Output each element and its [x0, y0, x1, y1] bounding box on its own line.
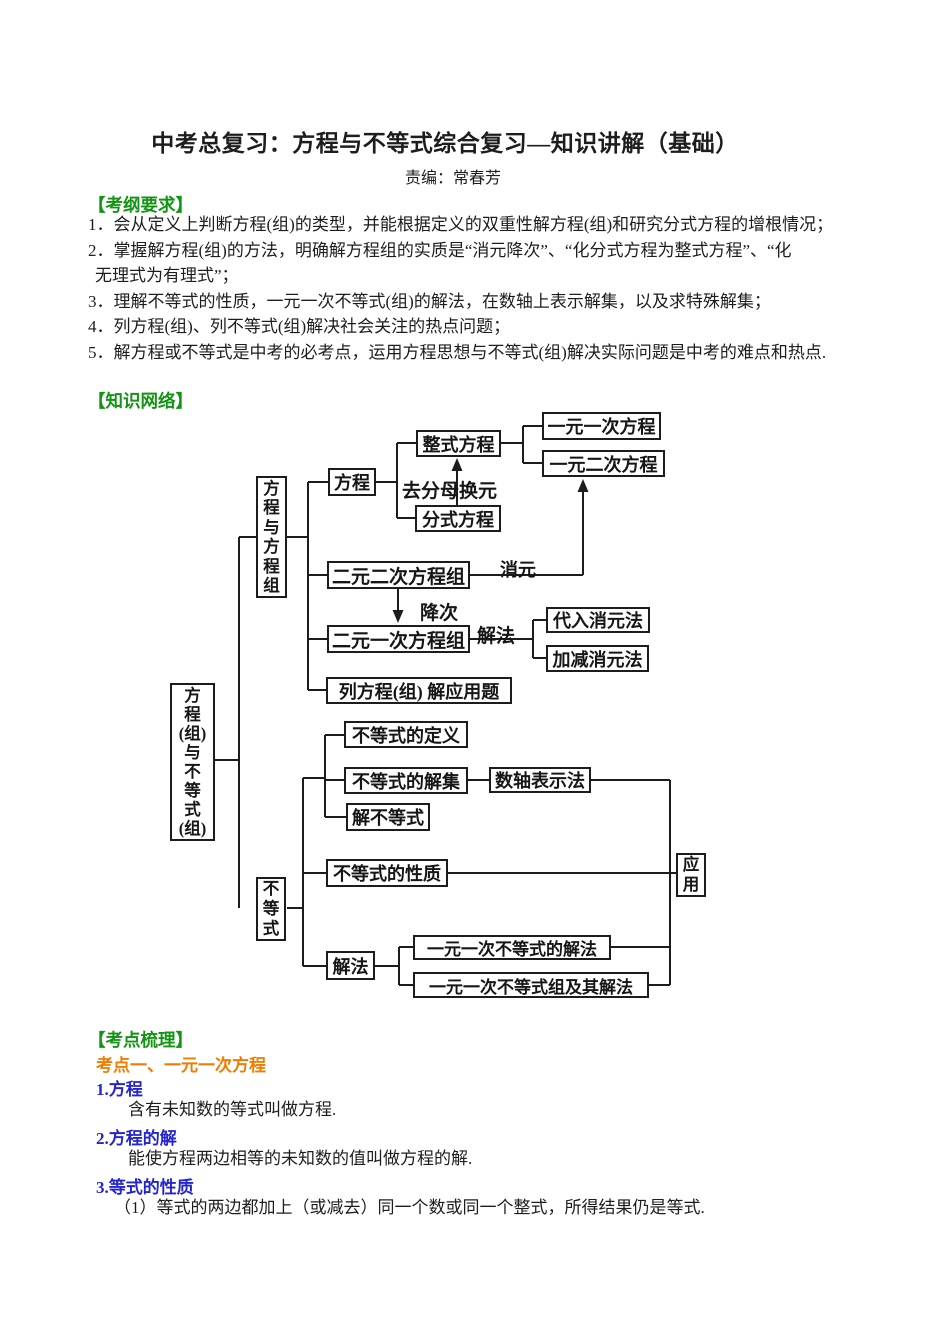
node-root-equations-and-inequalities: 方 程 (组) 与 不 等 式 (组) — [170, 683, 215, 841]
node-word-problems-with-equations: 列方程(组) 解应用题 — [326, 677, 512, 704]
node-application: 应 用 — [676, 853, 706, 897]
outline-item-2-cont: 无理式为有理式”； — [95, 266, 239, 285]
label-clear-denominator-substitute: 去分母换元 — [402, 481, 498, 502]
label-reduce-degree: 降次 — [420, 603, 459, 624]
knowledge-network-diagram: 方 程 (组) 与 不 等 式 (组) 方 程 与 方 程 组 不 等 式 应 … — [0, 410, 950, 1010]
node-solving-inequality: 解不等式 — [346, 803, 430, 831]
node-inequality-solution-set: 不等式的解集 — [344, 767, 468, 794]
node-solution-methods: 解法 — [326, 951, 375, 980]
node-quadratic-equation-one-var: 一元二次方程 — [542, 450, 665, 477]
node-number-line-representation: 数轴表示法 — [489, 767, 591, 793]
outline-item-5: 5．解方程或不等式是中考的必考点，运用方程思想与不等式(组)解决实际问题是中考的… — [88, 343, 827, 362]
section-header-network: 【知识网络】 — [88, 391, 193, 411]
node-inequality-definition: 不等式的定义 — [344, 721, 468, 748]
node-equation: 方程 — [328, 468, 376, 496]
definition-equation: 含有未知数的等式叫做方程. — [128, 1100, 337, 1119]
definition-equation-solution: 能使方程两边相等的未知数的值叫做方程的解. — [128, 1149, 473, 1168]
node-linear-equation-one-var: 一元一次方程 — [542, 412, 661, 440]
section-header-review: 【考点梳理】 — [88, 1030, 193, 1050]
byline: 责编：常春芳 — [404, 170, 501, 187]
outline-item-2: 2．掌握解方程(组)的方法，明确解方程组的实质是“消元降次”、“化分式方程为整式… — [88, 241, 792, 260]
outline-item-3: 3．理解不等式的性质，一元一次不等式(组)的解法，在数轴上表示解集，以及求特殊解… — [88, 292, 771, 311]
label-eliminate-variable: 消元 — [500, 560, 536, 580]
node-addition-subtraction-elimination: 加减消元法 — [546, 645, 649, 672]
diagram-connector-lines — [215, 425, 676, 986]
node-linear-system-two-var: 二元一次方程组 — [327, 625, 470, 653]
page-title: 中考总复习：方程与不等式综合复习—知识讲解（基础） — [151, 131, 739, 156]
node-inequality: 不 等 式 — [256, 877, 286, 941]
section-header-outline: 【考纲要求】 — [88, 195, 193, 215]
node-substitution-elimination: 代入消元法 — [546, 607, 650, 633]
outline-item-1: 1．会从定义上判断方程(组)的类型，并能根据定义的双重性解方程(组)和研究分式方… — [88, 215, 834, 234]
subheading-equality-properties: 3.等式的性质 — [96, 1178, 194, 1197]
label-solution-method: 解法 — [477, 626, 516, 647]
subheading-equation: 1.方程 — [96, 1080, 143, 1099]
node-inequality-properties: 不等式的性质 — [326, 859, 448, 887]
equality-property-1: （1）等式的两边都加上（或减去）同一个数或同一个整式，所得结果仍是等式. — [114, 1198, 705, 1217]
outline-item-4: 4．列方程(组)、列不等式(组)解决社会关注的热点问题； — [88, 317, 511, 336]
node-integral-equation: 整式方程 — [416, 430, 501, 457]
subheading-equation-solution: 2.方程的解 — [96, 1129, 177, 1148]
node-linear-inequality-system-solution: 一元一次不等式组及其解法 — [413, 972, 649, 998]
node-equations-and-systems: 方 程 与 方 程 组 — [256, 476, 287, 598]
topic-1-header: 考点一、一元一次方程 — [96, 1056, 266, 1075]
node-fractional-equation: 分式方程 — [415, 505, 501, 532]
node-quadratic-system-two-var: 二元二次方程组 — [327, 561, 470, 589]
node-linear-inequality-solution: 一元一次不等式的解法 — [413, 935, 611, 960]
